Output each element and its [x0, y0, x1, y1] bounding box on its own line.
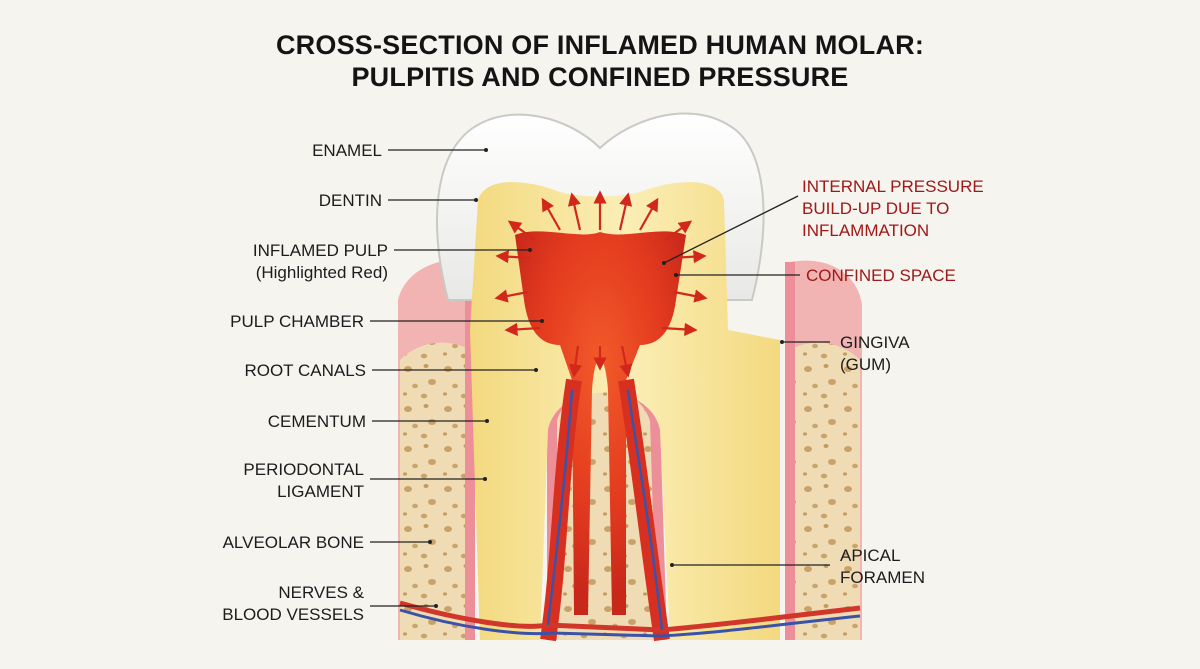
label-alveolar-bone: ALVEOLAR BONE [222, 533, 364, 552]
label-apical-line2: FORAMEN [840, 568, 925, 587]
label-nerves-line1: NERVES & [278, 583, 364, 602]
label-root-canals: ROOT CANALS [244, 361, 366, 380]
leader-lines [370, 149, 830, 607]
nerve-vessel [399, 600, 861, 633]
label-nerves-blood-vessels: NERVES & BLOOD VESSELS [222, 582, 364, 626]
label-gingiva-line2: (GUM) [840, 355, 891, 374]
diagram-title-line2: PULPITIS AND CONFINED PRESSURE [351, 62, 849, 92]
diagram-title-line1: CROSS-SECTION OF INFLAMED HUMAN MOLAR: [275, 30, 925, 60]
label-periodontal-ligament: PERIODONTAL LIGAMENT [243, 459, 364, 503]
label-cementum: CEMENTUM [267, 412, 366, 431]
label-apical-foramen: APICAL FORAMEN [840, 545, 925, 589]
label-pressure-line2: BUILD-UP DUE TO [802, 199, 950, 218]
label-periodontal-line2: LIGAMENT [277, 482, 364, 501]
alveolar-bone-shape [400, 342, 470, 640]
label-pulp-chamber: PULP CHAMBER [230, 312, 364, 331]
pulp-shape [515, 231, 686, 615]
label-gingiva: GINGIVA (GUM) [840, 332, 910, 376]
label-inflamed-pulp-note: (Highlighted Red) [255, 263, 388, 282]
label-confined-space: CONFINED SPACE [806, 266, 956, 285]
label-internal-pressure: INTERNAL PRESSURE BUILD-UP DUE TO INFLAM… [802, 176, 984, 242]
label-inflamed-pulp: INFLAMED PULP (Highlighted Red) [253, 240, 388, 284]
pressure-arrows [494, 190, 708, 378]
label-periodontal-line1: PERIODONTAL [243, 460, 364, 479]
label-inflamed-pulp-line1: INFLAMED PULP [252, 241, 388, 260]
label-pressure-line1: INTERNAL PRESSURE [802, 177, 984, 196]
label-dentin: DENTIN [318, 191, 382, 210]
label-enamel: ENAMEL [312, 141, 382, 160]
label-apical-line1: APICAL [840, 546, 901, 565]
label-pressure-line3: INFLAMMATION [802, 221, 930, 240]
label-gingiva-line1: GINGIVA [840, 333, 910, 352]
label-nerves-line2: BLOOD VESSELS [222, 605, 364, 624]
